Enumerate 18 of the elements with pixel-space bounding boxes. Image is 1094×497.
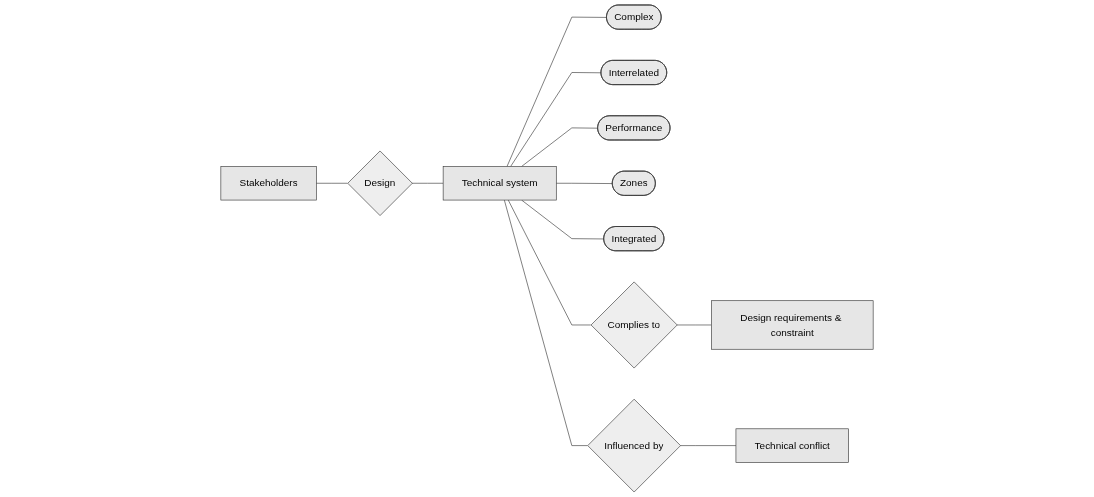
- connector: [676, 324, 712, 326]
- connector: [507, 199, 592, 326]
- node-box: Design requirements & constraint: [711, 300, 874, 350]
- connector: [679, 445, 737, 446]
- connector: [521, 199, 605, 240]
- connector: [510, 72, 602, 167]
- connector: [316, 182, 348, 184]
- connector: [411, 182, 444, 184]
- connector: [521, 127, 599, 167]
- connector: [506, 16, 608, 167]
- node-box: Technical conflict: [735, 428, 849, 463]
- connector: [504, 199, 588, 446]
- node-diamond: Influenced by: [587, 398, 681, 493]
- node-diamond: Design: [347, 150, 413, 216]
- node-box: Technical system: [442, 166, 557, 201]
- connector: [556, 182, 613, 184]
- node-box: Stakeholders: [220, 166, 317, 201]
- node-diamond: Complies to: [590, 281, 678, 369]
